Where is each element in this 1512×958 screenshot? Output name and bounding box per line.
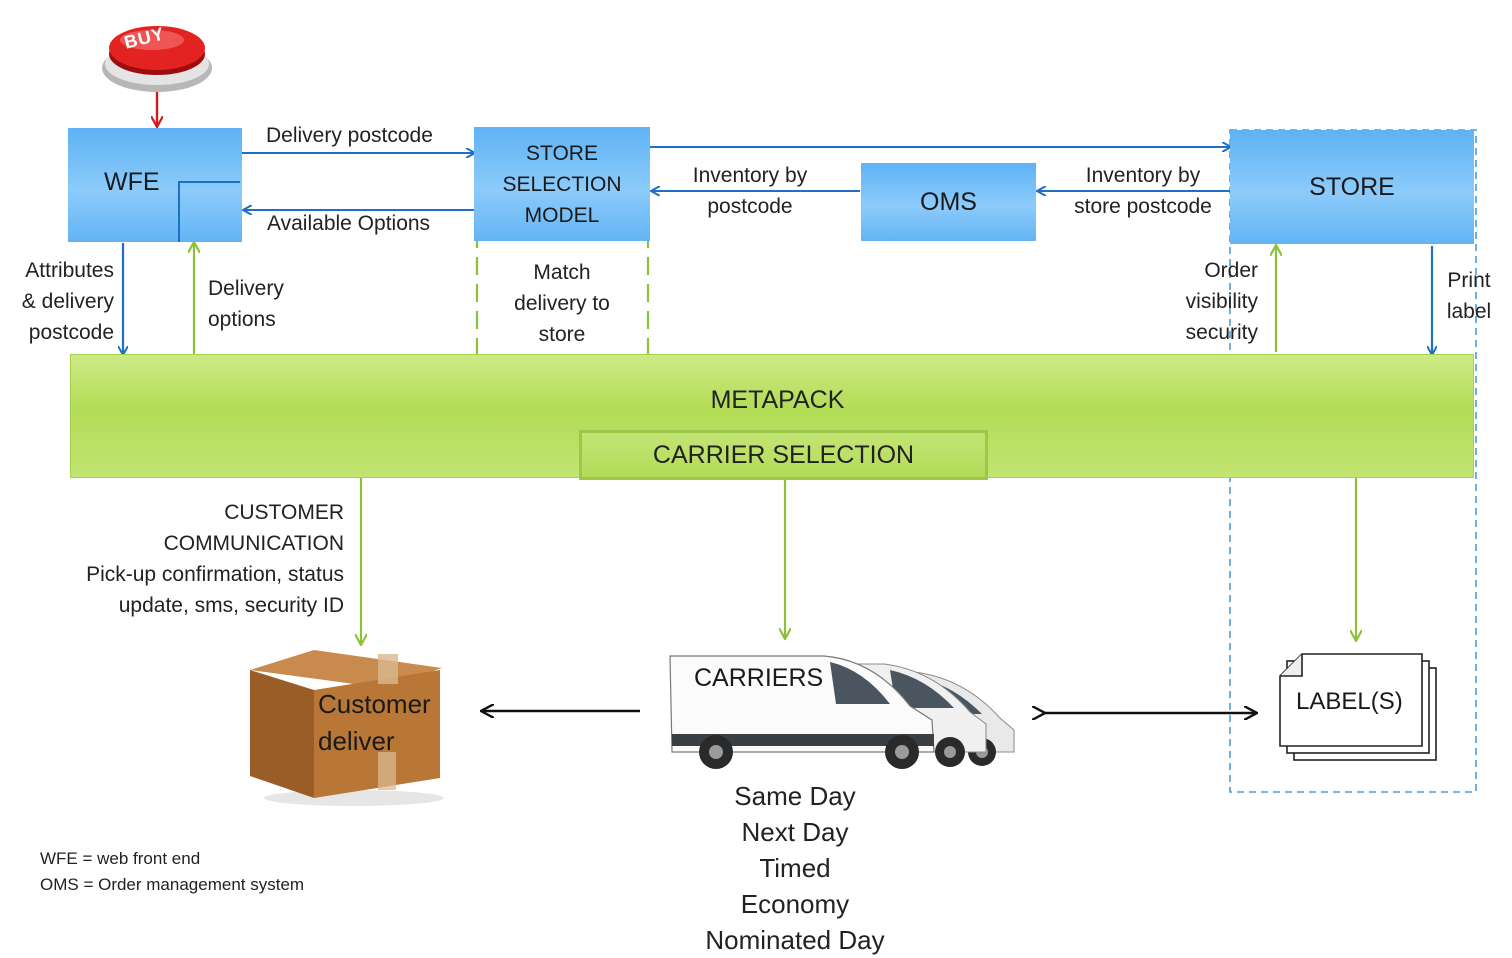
delivery-options-label: Delivery options (208, 273, 284, 335)
legend-wfe: WFE = web front end (40, 849, 201, 868)
carrier-services-list: Same Day Next Day Timed Economy Nominate… (670, 778, 920, 958)
buy-button-icon (102, 26, 212, 92)
ssm-line-2: SELECTION (502, 172, 622, 196)
match-line-1: Match (533, 261, 591, 284)
store-box[interactable]: STORE (1230, 130, 1474, 244)
order-line-2: visibility (1185, 290, 1258, 313)
legend-oms: OMS = Order management system (40, 875, 305, 894)
inventory-by-store-postcode-line-2: store postcode (1074, 195, 1212, 218)
inventory-by-store-postcode-line-1: Inventory by (1085, 164, 1201, 187)
match-delivery-to-store-label: Match delivery to store (490, 257, 634, 350)
available-options-label: Available Options (267, 212, 431, 235)
oms-label: OMS (920, 187, 977, 216)
labels-label: LABEL(S) (1296, 688, 1403, 715)
customer-communication-label: CUSTOMER COMMUNICATION Pick-up confirmat… (20, 497, 344, 621)
delivery-postcode-label: Delivery postcode (266, 124, 433, 147)
buy-button[interactable]: BUY (100, 8, 214, 94)
legend: WFE = web front end OMS = Order manageme… (40, 846, 304, 898)
cardboard-box-icon (250, 650, 444, 806)
inventory-by-store-postcode-label: Inventory by store postcode (1058, 160, 1228, 222)
inventory-by-postcode-line-2: postcode (707, 195, 793, 218)
ssm-line-1: STORE (526, 141, 598, 165)
order-visibility-security-label: Order visibility security (1140, 255, 1258, 348)
order-line-1: Order (1204, 259, 1258, 282)
labels-node[interactable]: LABEL(S) (1276, 650, 1442, 764)
match-line-3: store (538, 323, 586, 346)
order-line-3: security (1185, 321, 1258, 344)
attributes-line-2: & delivery (21, 290, 114, 313)
customer-communication-line-2: COMMUNICATION (163, 532, 344, 555)
van-fleet-icon (669, 655, 1015, 769)
customer-communication-line-3: Pick-up confirmation, status (86, 563, 344, 586)
inventory-by-postcode-label: Inventory by postcode (670, 160, 830, 222)
delivery-options-line-2: options (208, 308, 276, 331)
store-label: STORE (1309, 172, 1395, 201)
service-nominated-day: Nominated Day (705, 925, 885, 955)
print-label-line-2: label (1446, 300, 1492, 323)
store-selection-model-box[interactable]: STORE SELECTION MODEL (474, 127, 650, 241)
carrier-selection-box[interactable]: CARRIER SELECTION (579, 430, 988, 480)
print-label-line-1: Print (1447, 269, 1491, 292)
service-timed: Timed (759, 853, 831, 883)
customer-deliver-line-1: Customer (318, 689, 431, 719)
inventory-by-postcode-line-1: Inventory by (692, 164, 808, 187)
document-stack-icon (1279, 653, 1437, 761)
ssm-line-3: MODEL (524, 203, 600, 227)
customer-communication-line-1: CUSTOMER (224, 501, 344, 524)
service-same-day: Same Day (734, 781, 856, 811)
wfe-label: WFE (104, 168, 160, 196)
customer-deliver-line-2: deliver (318, 726, 395, 756)
carrier-selection-label: CARRIER SELECTION (652, 440, 915, 469)
metapack-label: METAPACK (710, 386, 845, 414)
wfe-box[interactable]: WFE (68, 128, 242, 242)
oms-box[interactable]: OMS (861, 163, 1036, 241)
service-economy: Economy (740, 889, 850, 919)
carriers-label: CARRIERS (694, 664, 824, 692)
match-line-2: delivery to (514, 292, 610, 315)
attributes-delivery-postcode-label: Attributes & delivery postcode (0, 255, 114, 348)
customer-communication-line-4: update, sms, security ID (118, 594, 344, 617)
delivery-options-line-1: Delivery (208, 277, 284, 300)
service-next-day: Next Day (741, 817, 849, 847)
attributes-line-1: Attributes (25, 259, 114, 282)
carriers-node[interactable]: CARRIERS (664, 648, 1020, 773)
customer-deliver-node[interactable]: Customer deliver (244, 648, 444, 808)
print-label-label: Print label (1440, 265, 1498, 327)
attributes-line-3: postcode (28, 321, 114, 344)
